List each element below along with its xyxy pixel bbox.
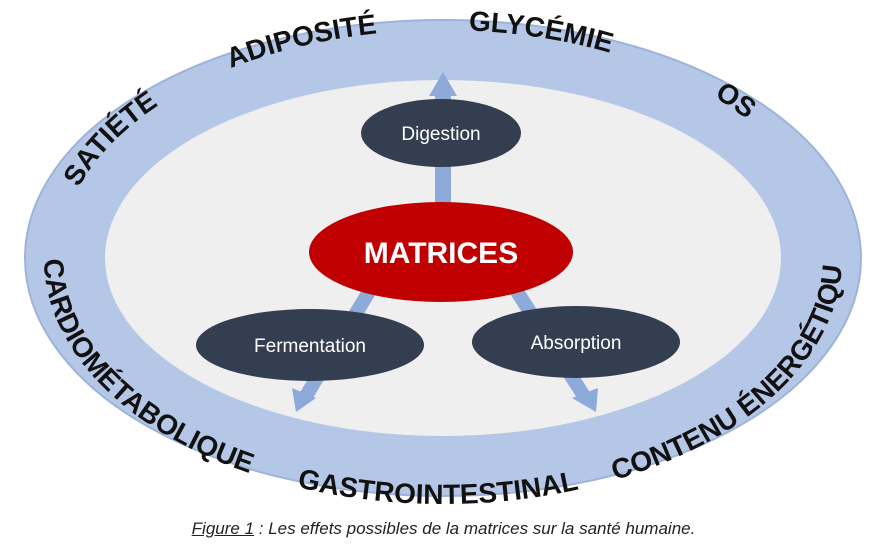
node-absorption-label: Absorption [531,333,622,354]
node-absorption: Absorption [472,306,680,378]
center-matrices: MATRICES [309,202,573,302]
figure-caption-text: : Les effets possibles de la matrices su… [254,519,696,538]
figure-caption-label: Figure 1 [191,519,255,538]
node-digestion-label: Digestion [401,124,480,145]
center-label: MATRICES [364,237,518,270]
node-fermentation-label: Fermentation [254,336,366,357]
figure-caption: Figure 1 : Les effets possibles de la ma… [0,519,887,539]
matrices-diagram: Digestion Fermentation Absorption MATRIC… [0,0,862,510]
node-digestion: Digestion [361,99,521,167]
node-fermentation: Fermentation [196,309,424,381]
